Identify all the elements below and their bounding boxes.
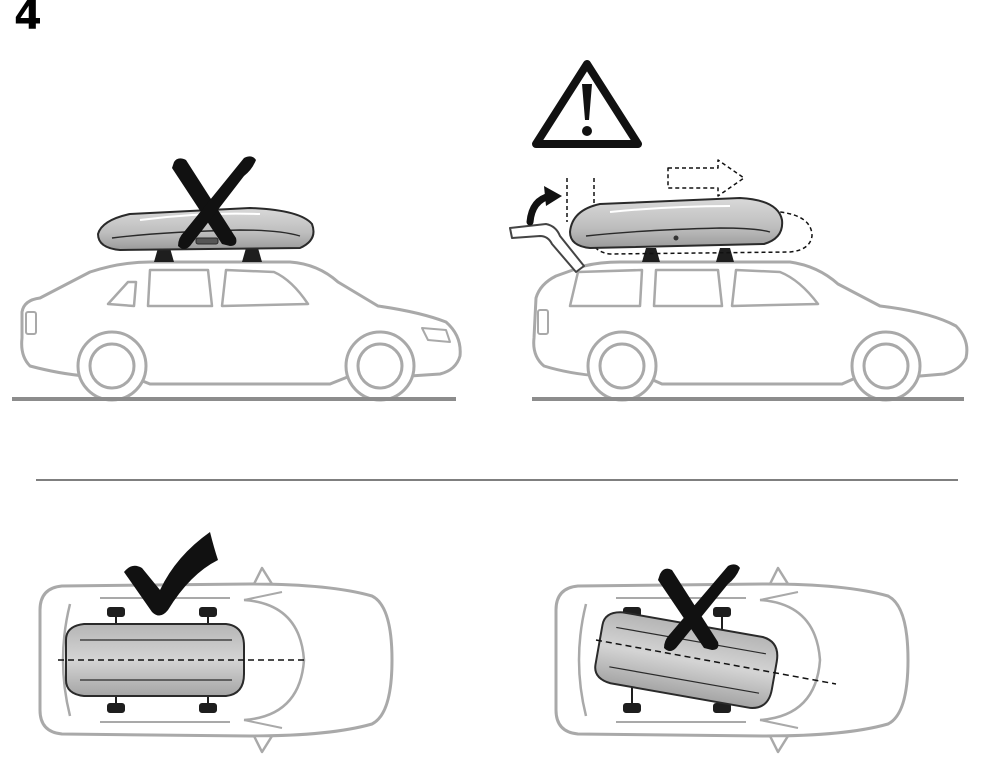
panel-top-straight bbox=[38, 532, 394, 754]
open-tailgate bbox=[509, 223, 585, 273]
checkmark-icon bbox=[124, 532, 218, 616]
roof-rack-feet bbox=[642, 248, 734, 262]
move-forward-arrow-icon bbox=[667, 159, 745, 197]
panel-top-angled bbox=[554, 564, 910, 754]
panel-sedan-side bbox=[12, 156, 462, 402]
roof-box bbox=[594, 611, 779, 709]
cross-icon bbox=[658, 564, 740, 651]
roof-box bbox=[65, 623, 245, 697]
roof-rack-feet bbox=[154, 248, 262, 262]
warning-icon bbox=[532, 60, 642, 148]
panel-estate-side bbox=[509, 60, 969, 402]
sedan-car-outline bbox=[20, 260, 462, 402]
step-number: 4 bbox=[14, 0, 42, 39]
estate-car-outline bbox=[532, 260, 969, 402]
roof-box bbox=[569, 197, 784, 249]
misaligned-axis-line bbox=[595, 639, 837, 685]
tailgate-arrow-icon bbox=[526, 186, 562, 226]
clearance-guide-lines bbox=[566, 178, 595, 222]
cross-icon bbox=[172, 156, 256, 249]
